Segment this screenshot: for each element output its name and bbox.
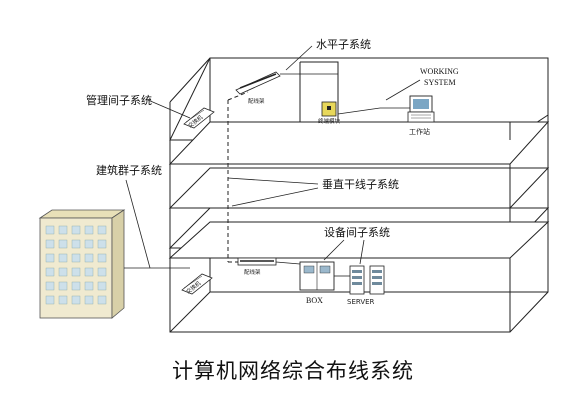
building-window bbox=[84, 281, 94, 291]
building-window bbox=[71, 295, 81, 305]
building-window bbox=[84, 295, 94, 305]
building-window bbox=[97, 253, 107, 263]
building-window bbox=[84, 267, 94, 277]
workstation-label: 工作站 bbox=[409, 127, 430, 136]
working-system-line2: SYSTEM bbox=[424, 78, 456, 87]
bottom-switch[interactable]: 交换机 bbox=[181, 273, 213, 296]
building-window bbox=[71, 281, 81, 291]
building-window bbox=[58, 239, 68, 249]
top-switch[interactable]: 交换机 bbox=[183, 107, 215, 130]
building-window bbox=[45, 253, 55, 263]
building-window bbox=[71, 267, 81, 277]
top-patch-link bbox=[227, 91, 249, 101]
building-window bbox=[84, 225, 94, 235]
building-window bbox=[58, 295, 68, 305]
building-window bbox=[58, 267, 68, 277]
label-horizontal-subsystem: 水平子系统 bbox=[316, 38, 371, 51]
building-window bbox=[58, 253, 68, 263]
building-window bbox=[84, 239, 94, 249]
building-window bbox=[71, 253, 81, 263]
workstation[interactable]: 工作站 bbox=[407, 95, 435, 136]
building-window bbox=[58, 281, 68, 291]
working-system-leader bbox=[385, 79, 421, 101]
building-window bbox=[71, 225, 81, 235]
building-window bbox=[97, 239, 107, 249]
label-admin-subsystem: 管理间子系统 bbox=[86, 93, 152, 107]
building-window bbox=[45, 281, 55, 291]
building-window bbox=[45, 267, 55, 277]
building-window bbox=[45, 225, 55, 235]
box-cabinet[interactable]: BOX bbox=[299, 261, 335, 305]
building-window bbox=[97, 281, 107, 291]
bottom-patch-panel[interactable]: 配线架 bbox=[237, 257, 277, 276]
label-building-group-subsystem: 建筑群子系统 bbox=[96, 163, 162, 177]
diagram-title: 计算机网络综合布线系统 bbox=[172, 359, 414, 383]
workstation-link bbox=[337, 107, 412, 115]
leader-horizontal bbox=[285, 45, 313, 71]
terminal-module-label: 终端模块 bbox=[318, 117, 341, 125]
top-patch-panel[interactable]: 配线架 bbox=[235, 71, 281, 105]
server-rack[interactable]: SERVER bbox=[347, 265, 385, 306]
building-window bbox=[45, 295, 55, 305]
bottom-patch-panel-label: 配线架 bbox=[244, 268, 261, 276]
label-equipment-subsystem: 设备间子系统 bbox=[324, 225, 390, 239]
building-structure bbox=[168, 57, 550, 333]
campus-building-icon bbox=[38, 209, 126, 319]
server-label: SERVER bbox=[347, 298, 375, 306]
building-window bbox=[97, 225, 107, 235]
building-window bbox=[84, 253, 94, 263]
label-vertical-subsystem: 垂直干线子系统 bbox=[322, 177, 399, 191]
building-window bbox=[45, 239, 55, 249]
leader-equipment-2 bbox=[359, 239, 365, 265]
building-window bbox=[58, 225, 68, 235]
box-label: BOX bbox=[306, 296, 323, 305]
leader-admin bbox=[147, 99, 191, 119]
building-window bbox=[71, 239, 81, 249]
box-link bbox=[275, 261, 301, 265]
building-window bbox=[97, 295, 107, 305]
floor-slab-1 bbox=[168, 121, 550, 165]
working-system-line1: WORKING bbox=[420, 67, 459, 76]
leader-equipment-1 bbox=[323, 239, 345, 261]
leader-vertical-1 bbox=[227, 177, 319, 185]
leader-building-group bbox=[125, 179, 151, 269]
top-patch-panel-label: 配线架 bbox=[248, 97, 265, 105]
building-window bbox=[97, 267, 107, 277]
leader-vertical-2 bbox=[231, 187, 319, 207]
terminal-module[interactable]: 终端模块 bbox=[318, 101, 341, 125]
